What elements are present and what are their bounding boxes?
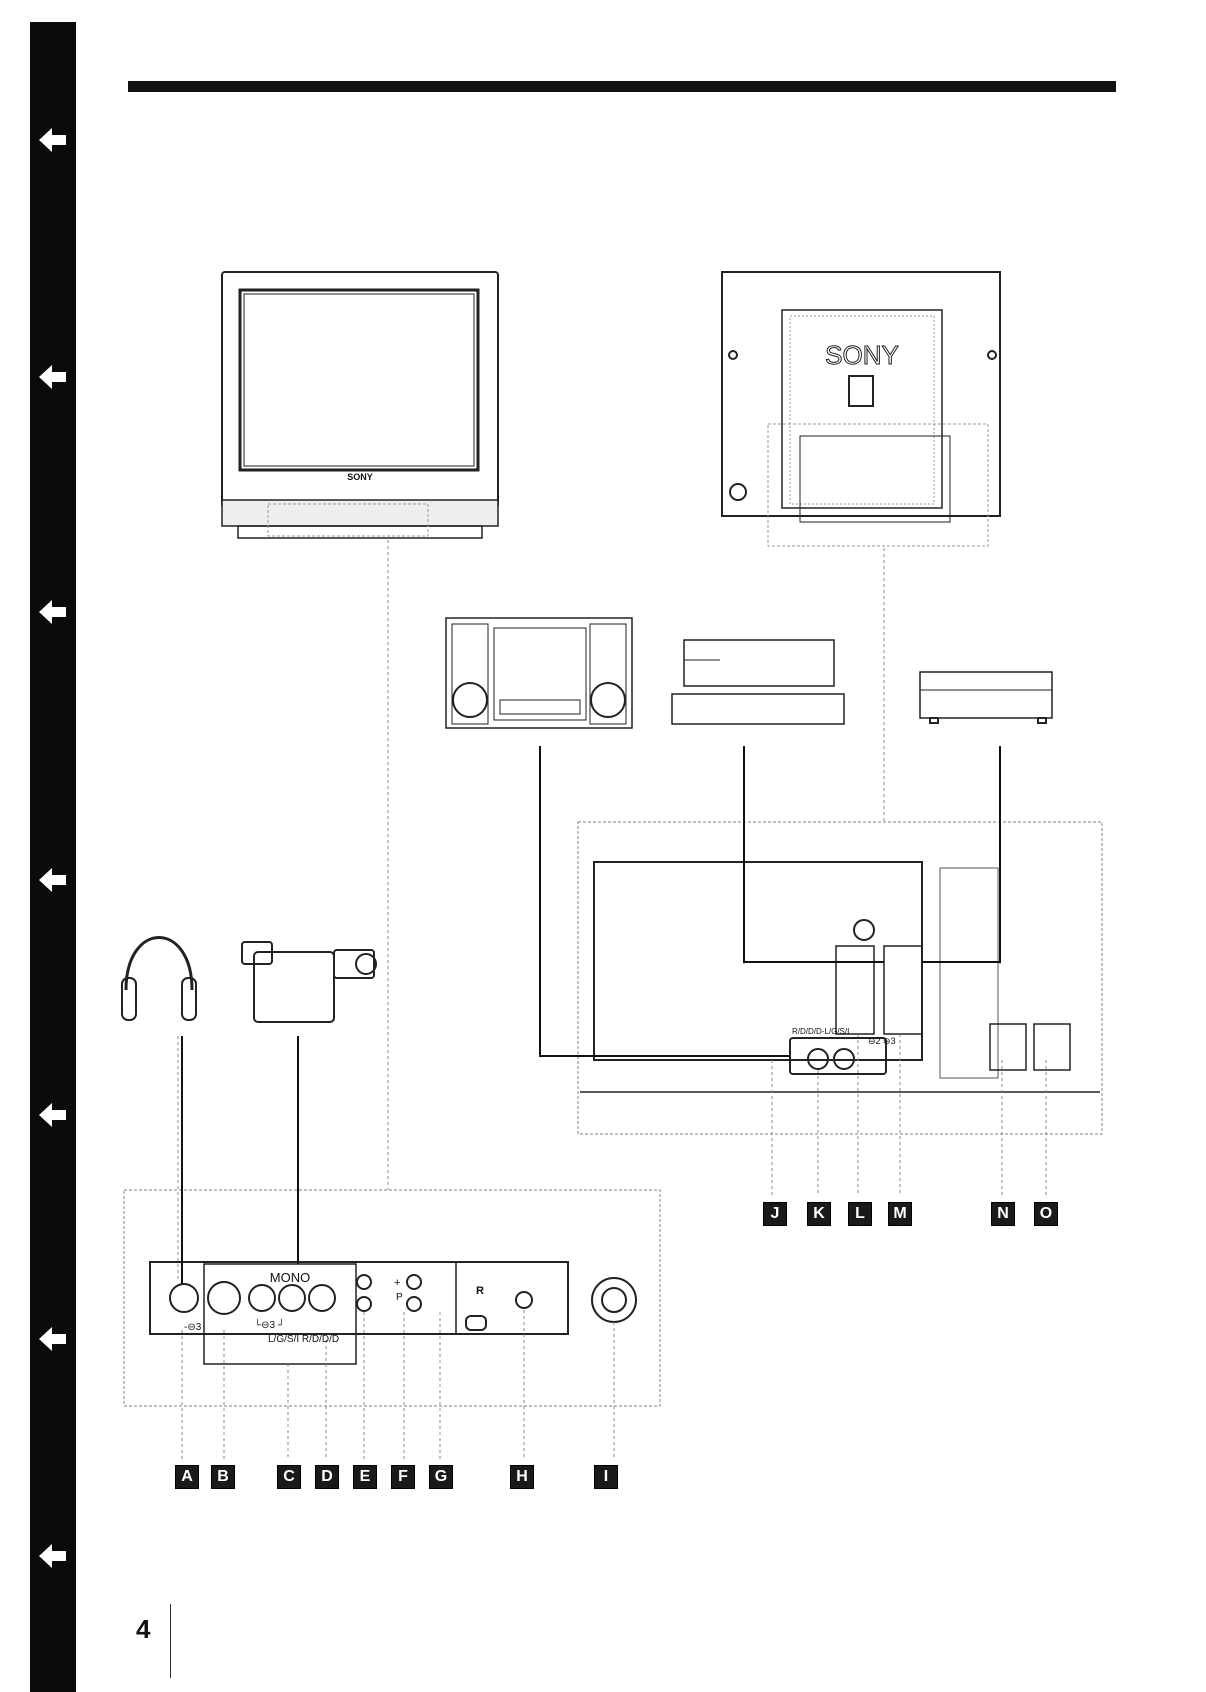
- tv-rear-brand: SONY: [825, 340, 899, 370]
- label-e: E: [353, 1465, 377, 1489]
- label-f: F: [391, 1465, 415, 1489]
- label-h: H: [510, 1465, 534, 1489]
- label-a: A: [175, 1465, 199, 1489]
- rear-scart-label: ⊖2 ⊖3: [868, 1036, 896, 1046]
- jack-label-lr: L/G/S/I R/D/D/D: [268, 1334, 339, 1345]
- label-i: I: [594, 1465, 618, 1489]
- headphones-illustration: [122, 938, 196, 1021]
- jack-label-left: -⊖3: [184, 1322, 202, 1333]
- front-panel-detail: [124, 1190, 660, 1406]
- label-m: M: [888, 1202, 912, 1226]
- mono-label: MONO: [270, 1270, 310, 1285]
- label-n: N: [991, 1202, 1015, 1226]
- label-g: G: [429, 1465, 453, 1489]
- label-c: C: [277, 1465, 301, 1489]
- page-number-rule: [170, 1604, 171, 1678]
- r-symbol: R: [476, 1285, 484, 1297]
- label-l: L: [848, 1202, 872, 1226]
- label-b: B: [211, 1465, 235, 1489]
- label-k: K: [807, 1202, 831, 1226]
- label-o: O: [1034, 1202, 1058, 1226]
- plus-symbol: +: [394, 1277, 400, 1289]
- rear-panel-detail: [578, 822, 1102, 1134]
- label-d: D: [315, 1465, 339, 1489]
- rear-audio-label: R/D/D/D-L/G/S/I: [792, 1027, 849, 1036]
- hifi-system-illustration: [446, 618, 632, 728]
- tv-front-illustration: [222, 272, 498, 538]
- tv-rear-illustration: [722, 272, 1000, 546]
- label-j: J: [763, 1202, 787, 1226]
- tv-front-brand: SONY: [347, 472, 373, 482]
- computer-illustration: [672, 640, 844, 724]
- camcorder-illustration: [242, 942, 376, 1022]
- p-symbol: P: [396, 1292, 403, 1303]
- page-number: 4: [136, 1614, 150, 1645]
- jack-label-sub: └⊖3 ┘: [254, 1318, 285, 1331]
- vcr-illustration: [920, 672, 1052, 723]
